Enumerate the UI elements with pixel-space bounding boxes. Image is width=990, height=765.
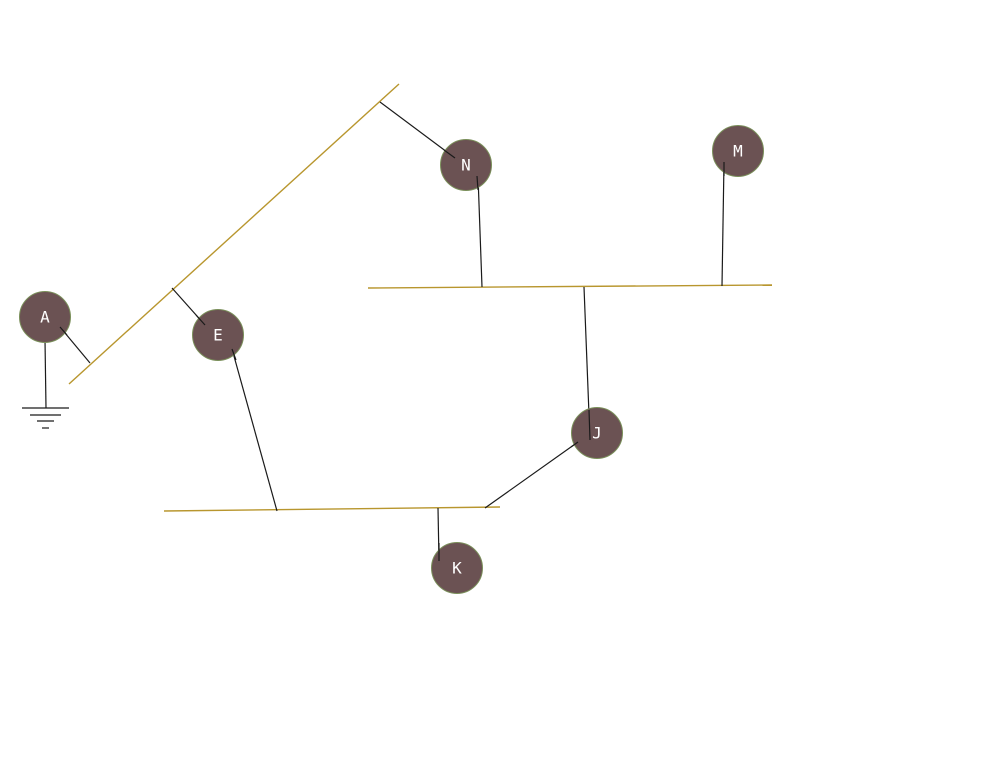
link-a-ground xyxy=(44,339,47,409)
node-m-circle xyxy=(712,125,764,177)
link-e-bus-diagonal-overlay xyxy=(195,314,206,326)
node-j[interactable]: J xyxy=(571,407,623,459)
link-n-bus-upper xyxy=(477,175,483,288)
node-m-label: M xyxy=(733,142,743,161)
link-n-bus-upper-overlay xyxy=(476,175,479,191)
link-n-bus-diagonal xyxy=(379,101,456,159)
node-j-circle xyxy=(571,407,623,459)
bus-diagonal xyxy=(68,83,400,385)
link-j-bus-lower xyxy=(484,441,579,509)
node-k-circle xyxy=(431,542,483,594)
ground-symbol-icon xyxy=(22,407,69,429)
node-a-label: A xyxy=(40,308,50,327)
node-n-circle xyxy=(440,139,492,191)
node-n-label: N xyxy=(461,156,471,175)
node-n[interactable]: N xyxy=(440,139,492,191)
link-e-bus-lower-overlay xyxy=(231,348,237,361)
link-j-bus-upper-overlay xyxy=(588,409,591,441)
link-e-bus-lower xyxy=(231,348,278,512)
node-e-label: E xyxy=(213,326,223,345)
node-k-label: K xyxy=(452,559,462,578)
bus-upper xyxy=(367,284,773,289)
node-k[interactable]: K xyxy=(431,542,483,594)
link-j-bus-lower-overlay xyxy=(570,441,579,448)
node-e-circle xyxy=(192,309,244,361)
buses xyxy=(68,83,773,512)
node-j-label: J xyxy=(592,424,602,443)
node-m[interactable]: M xyxy=(712,125,764,177)
node-a-circle xyxy=(19,291,71,343)
link-a-bus-diagonal-overlay xyxy=(59,326,68,336)
link-m-bus-upper xyxy=(721,161,725,287)
bus-lower xyxy=(163,506,501,512)
links xyxy=(44,101,725,562)
node-a[interactable]: A xyxy=(19,291,71,343)
node-e[interactable]: E xyxy=(192,309,244,361)
link-n-bus-diagonal-overlay xyxy=(443,149,456,159)
